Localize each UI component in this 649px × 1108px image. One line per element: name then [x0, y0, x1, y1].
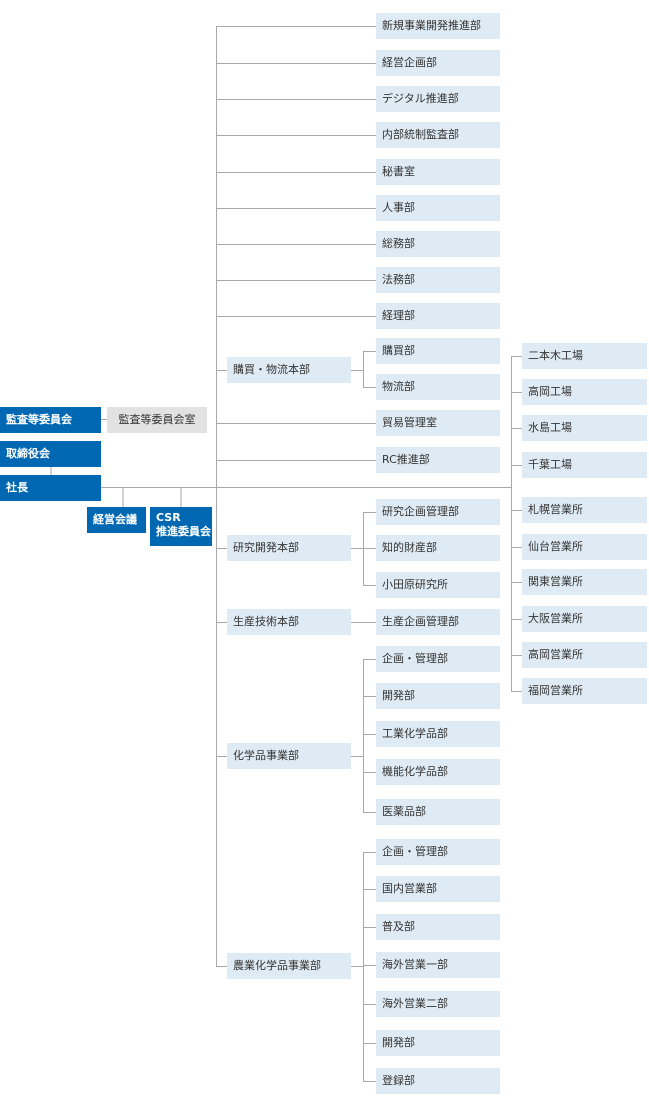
unit-box: 医薬品部: [376, 799, 500, 825]
department-box: 新規事業開発推進部: [376, 13, 500, 39]
unit-box: 小田原研究所: [376, 572, 500, 598]
unit-box: 工業化学品部: [376, 721, 500, 747]
division-box: 貿易管理室: [376, 410, 500, 436]
site-box: 高岡工場: [522, 379, 647, 405]
unit-box: 研究企画管理部: [376, 499, 500, 525]
department-box: 経営企画部: [376, 50, 500, 76]
site-box: 関東営業所: [522, 569, 647, 595]
site-box: 二本木工場: [522, 343, 647, 369]
unit-box: 企画・管理部: [376, 839, 500, 865]
unit-box: 海外営業二部: [376, 991, 500, 1017]
site-box: 水島工場: [522, 415, 647, 441]
department-box: 総務部: [376, 231, 500, 257]
unit-box: 普及部: [376, 914, 500, 940]
division-box: 購買・物流本部: [227, 357, 351, 383]
unit-box: 知的財産部: [376, 535, 500, 561]
unit-box: 物流部: [376, 374, 500, 400]
unit-box: 国内営業部: [376, 876, 500, 902]
division-box: 農業化学品事業部: [227, 953, 351, 979]
management-meeting-box: 経営会議: [87, 507, 146, 533]
unit-box: 機能化学品部: [376, 759, 500, 785]
division-box: 生産技術本部: [227, 609, 351, 635]
division-box: 研究開発本部: [227, 535, 351, 561]
department-box: 経理部: [376, 303, 500, 329]
site-box: 千葉工場: [522, 452, 647, 478]
department-box: 内部統制監査部: [376, 122, 500, 148]
site-box: 札幌営業所: [522, 497, 647, 523]
department-box: 人事部: [376, 195, 500, 221]
csr-label-line2: 推進委員会: [156, 525, 211, 538]
site-box: 大阪営業所: [522, 606, 647, 632]
president-box: 社長: [0, 475, 101, 501]
unit-box: 海外営業一部: [376, 952, 500, 978]
audit-committee-box: 監査等委員会: [0, 407, 101, 433]
department-box: デジタル推進部: [376, 86, 500, 112]
site-box: 福岡営業所: [522, 678, 647, 704]
board-box: 取締役会: [0, 441, 101, 467]
division-box: RC推進部: [376, 447, 500, 473]
department-box: 秘書室: [376, 159, 500, 185]
site-box: 仙台営業所: [522, 534, 647, 560]
unit-box: 購買部: [376, 338, 500, 364]
unit-box: 開発部: [376, 683, 500, 709]
department-box: 法務部: [376, 267, 500, 293]
division-box: 化学品事業部: [227, 743, 351, 769]
unit-box: 生産企画管理部: [376, 609, 500, 635]
unit-box: 開発部: [376, 1030, 500, 1056]
audit-committee-office-box: 監査等委員会室: [107, 407, 207, 433]
site-box: 高岡営業所: [522, 642, 647, 668]
unit-box: 登録部: [376, 1068, 500, 1094]
csr-label-line1: CSR: [156, 511, 181, 524]
csr-committee-box: CSR 推進委員会: [150, 507, 212, 546]
unit-box: 企画・管理部: [376, 646, 500, 672]
